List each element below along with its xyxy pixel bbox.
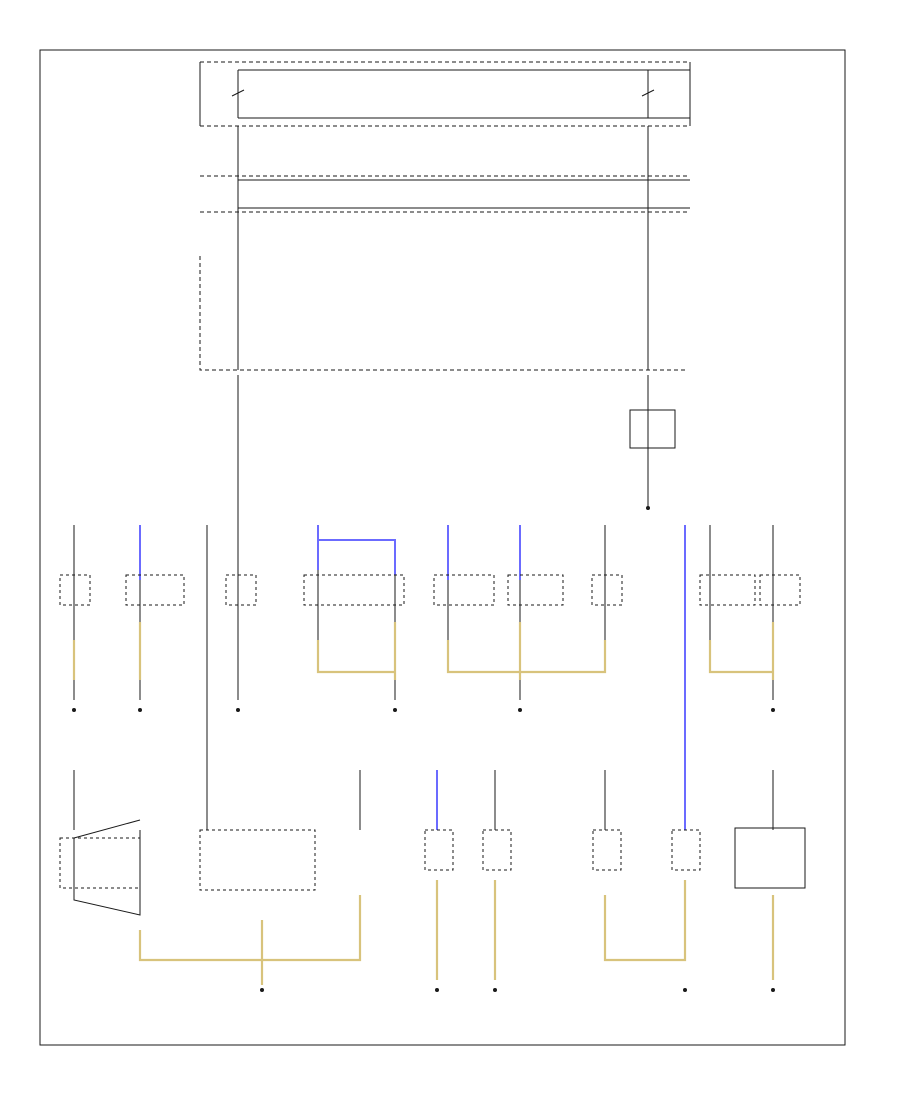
right-switch-group <box>629 375 676 510</box>
middle-row-components <box>59 525 801 830</box>
ecu-block <box>199 61 691 371</box>
bottom-row-components <box>59 770 806 992</box>
diagram-frame <box>39 49 846 1046</box>
